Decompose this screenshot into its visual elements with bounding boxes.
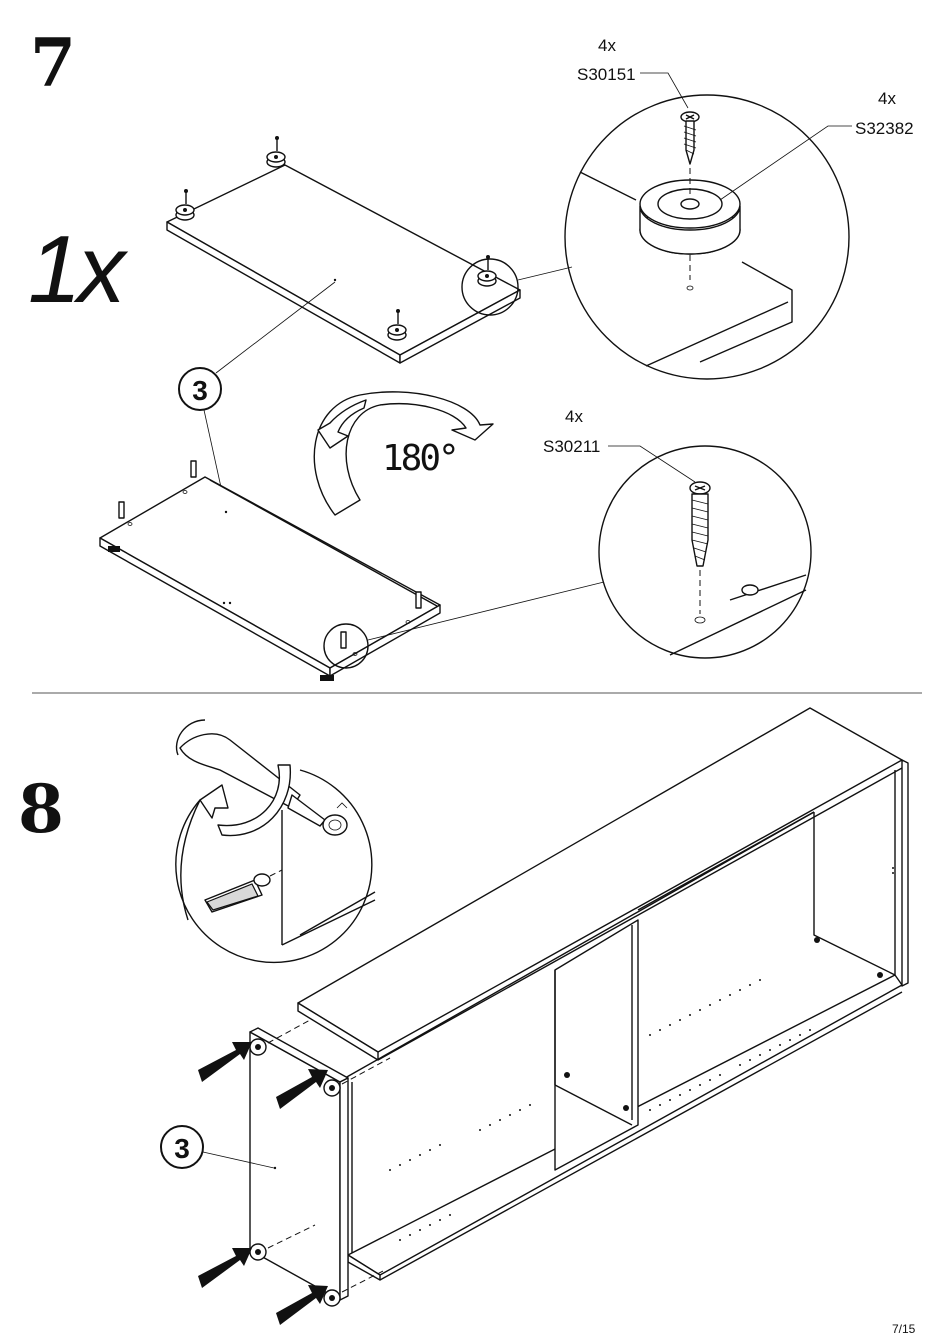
part-3-callout: 3	[179, 282, 335, 510]
part-3-label: 3	[192, 375, 208, 406]
bottom-panel-flipped	[100, 477, 440, 681]
dowel-icon	[205, 870, 282, 912]
rotation-label: 180°	[382, 438, 457, 479]
screw-icon	[681, 112, 699, 164]
dowel-detail-circle	[599, 446, 811, 658]
glide-detail-circle	[565, 95, 849, 379]
part-3-label-step8: 3	[174, 1133, 190, 1164]
screwdriver-detail-circle	[176, 720, 375, 962]
cam-lock-icon	[323, 803, 347, 835]
screwdriver-icon	[177, 720, 325, 826]
rotate-180-arrow-icon: 180°	[314, 392, 493, 515]
cabinet-carcass	[298, 708, 908, 1280]
bottom-panel-top-view	[167, 165, 520, 363]
